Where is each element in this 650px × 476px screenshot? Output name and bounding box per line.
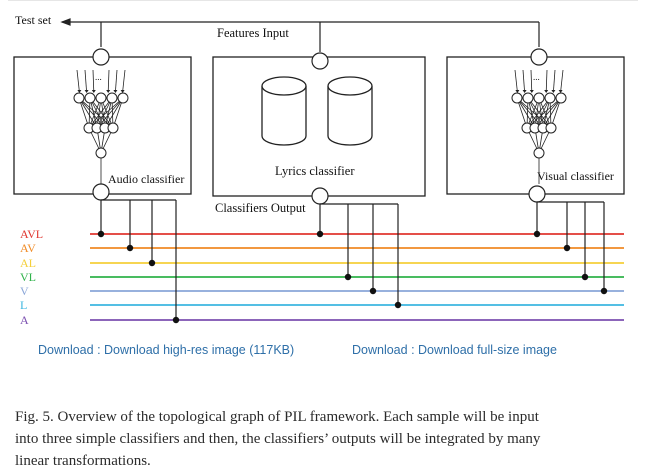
output-label-a: A (20, 313, 29, 327)
classifiers-output-label: Classifiers Output (215, 201, 306, 215)
visual-net-ellipsis: ... (533, 72, 540, 82)
junction-dot (581, 273, 589, 281)
junction-dot (563, 244, 571, 252)
visual-neural-net-icon (511, 69, 567, 184)
junction-dot (600, 287, 608, 295)
output-label-av: AV (20, 241, 36, 255)
junction-dot (126, 244, 134, 252)
output-bus (90, 233, 624, 321)
audio-input-node (92, 48, 110, 66)
pil-framework-figure: Test set Features Input ... ... Audio cl… (13, 13, 625, 327)
junction-dot (148, 259, 156, 267)
download-high-res-link[interactable]: Download : Download high-res image (117K… (38, 343, 295, 357)
lyrics-input-node (311, 52, 329, 70)
net-node (533, 147, 545, 159)
output-label-vl: VL (20, 270, 36, 284)
caption-line-3: linear transformations. (15, 453, 151, 469)
download-links: Download : Download high-res image (117K… (0, 343, 650, 363)
features-input-label: Features Input (217, 26, 289, 40)
junction-dot (344, 273, 352, 281)
output-label-l: L (20, 298, 27, 312)
junction-dot (394, 301, 402, 309)
input-rail (60, 18, 540, 52)
output-label-v: V (20, 284, 29, 298)
audio-neural-net-icon (73, 69, 129, 184)
net-node (545, 122, 557, 134)
output-label-avl: AVL (20, 227, 43, 241)
visual-output-node (528, 185, 546, 203)
caption-line-2: into three simple classifiers and then, … (15, 431, 541, 447)
output-connectors (97, 199, 608, 324)
visual-classifier-label: Visual classifier (537, 169, 614, 183)
junction-dot (97, 230, 105, 238)
lyrics-database-icon (261, 76, 373, 146)
net-node (73, 92, 85, 104)
lyrics-output-node (311, 187, 329, 205)
junction-dot (316, 230, 324, 238)
top-divider (8, 0, 638, 1)
audio-net-ellipsis: ... (95, 72, 102, 82)
net-node (84, 92, 96, 104)
net-node (95, 147, 107, 159)
topology-diagram: Test set Features Input ... ... Audio cl… (13, 13, 625, 327)
figure-caption: Fig. 5. Overview of the topological grap… (15, 406, 635, 472)
junction-dot (369, 287, 377, 295)
junction-dot (533, 230, 541, 238)
net-node (533, 92, 545, 104)
caption-line-1: Fig. 5. Overview of the topological grap… (15, 409, 539, 425)
download-full-size-link[interactable]: Download : Download full-size image (352, 343, 557, 357)
net-node (522, 92, 534, 104)
net-node (511, 92, 523, 104)
net-node (106, 92, 118, 104)
net-node (544, 92, 556, 104)
lyrics-classifier-label: Lyrics classifier (275, 164, 355, 178)
junction-dot (172, 316, 180, 324)
visual-input-node (530, 48, 548, 66)
net-node (107, 122, 119, 134)
net-node (555, 92, 567, 104)
output-label-al: AL (20, 256, 36, 270)
audio-classifier-label: Audio classifier (108, 172, 184, 186)
audio-output-node (92, 183, 110, 201)
net-node (117, 92, 129, 104)
test-set-label: Test set (15, 13, 52, 27)
net-node (95, 92, 107, 104)
